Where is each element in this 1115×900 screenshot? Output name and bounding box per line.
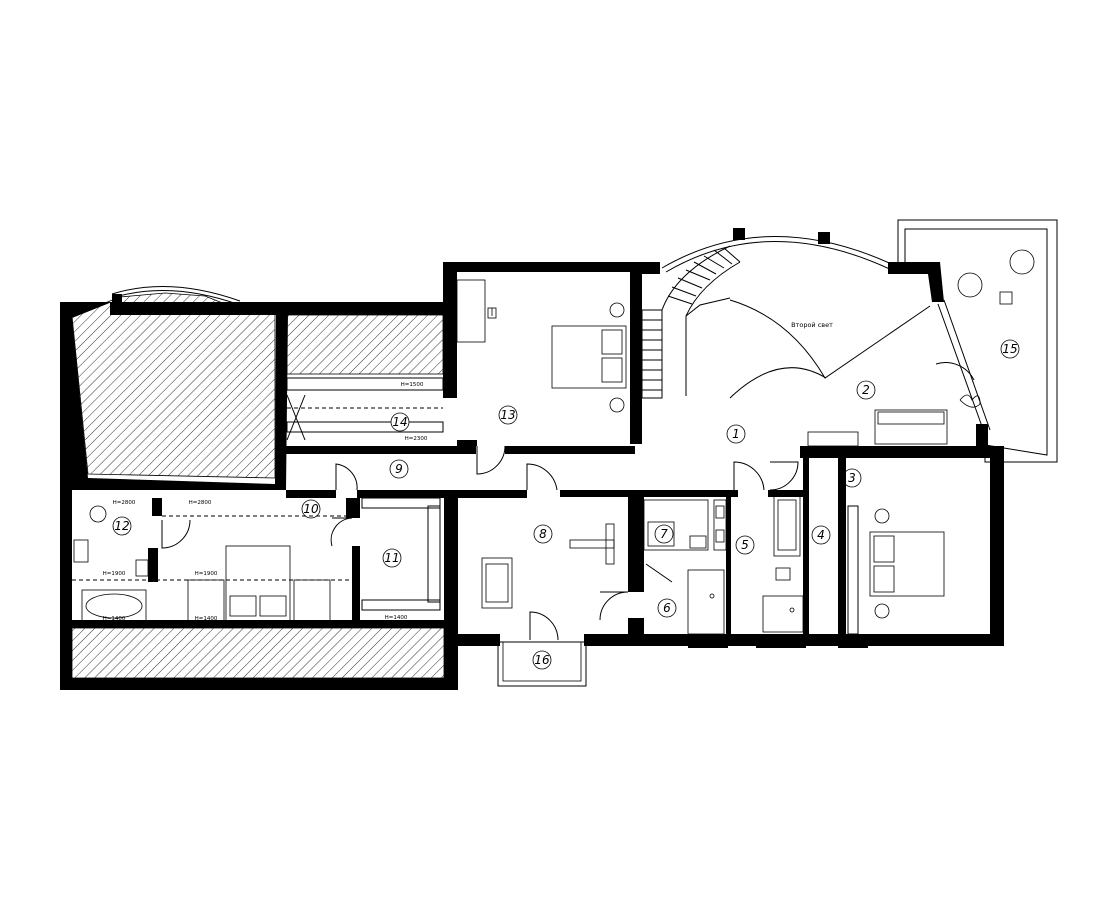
room-marker-11: 11: [382, 548, 402, 568]
height-label-12: H=2800: [113, 500, 136, 506]
height-label-10-mid: H=1900: [195, 571, 218, 577]
room-marker-9: 9: [389, 459, 409, 479]
room-number-13: 13: [500, 408, 515, 422]
room-marker-7: 7: [654, 524, 674, 544]
height-label-11-bottom: H=1400: [385, 615, 408, 621]
room-marker-12: 12: [112, 516, 132, 536]
room-marker-4: 4: [811, 525, 831, 545]
room-number-5: 5: [741, 538, 749, 552]
room-marker-5: 5: [735, 535, 755, 555]
room-number-14: 14: [392, 415, 407, 429]
plan-labels: Второй свет H=1500 H=2300 H=2800 H=2800 …: [103, 321, 833, 622]
height-label-10-bottom: H=1400: [195, 616, 218, 622]
room-number-8: 8: [539, 527, 547, 541]
room-marker-8: 8: [533, 524, 553, 544]
height-label-14-bottom: H=2300: [405, 436, 428, 442]
room-marker-16: 16: [532, 650, 552, 670]
room-number-12: 12: [114, 519, 129, 533]
room-number-10: 10: [303, 502, 319, 516]
height-label-12-bottom: H=1400: [103, 616, 126, 622]
room-number-3: 3: [848, 471, 856, 485]
furniture: [73, 249, 1035, 635]
room-number-16: 16: [534, 653, 550, 667]
second-light-label: Второй свет: [791, 321, 833, 329]
walls: [60, 228, 1004, 690]
room-number-15: 15: [1002, 342, 1017, 356]
room-number-2: 2: [862, 383, 870, 397]
height-label-12-mid: H=1900: [103, 571, 126, 577]
room-marker-10: 10: [301, 499, 321, 519]
doors: [161, 362, 975, 641]
room-number-1: 1: [732, 427, 740, 441]
room-marker-2: 2: [856, 380, 876, 400]
room-marker-1: 1: [726, 424, 746, 444]
room-number-11: 11: [384, 551, 399, 565]
room-marker-13: 13: [498, 405, 518, 425]
height-label-10-top: H=2800: [189, 500, 212, 506]
hatched-zones: [71, 292, 445, 679]
height-label-14-top: H=1500: [401, 382, 424, 388]
room-marker-3: 3: [842, 468, 862, 488]
room-marker-6: 6: [657, 598, 677, 618]
balcony-outline: [497, 641, 587, 687]
room-number-6: 6: [663, 601, 671, 615]
staircase: [641, 245, 741, 399]
thin-lines: [72, 236, 991, 635]
room-number-4: 4: [817, 528, 825, 542]
room-number-7: 7: [660, 527, 668, 541]
room-marker-15: 15: [1000, 339, 1020, 359]
room-marker-14: 14: [390, 412, 410, 432]
room-numbers: 1 2 3 4 5 6 7 8 9 10 11 12 13 14 15 16: [112, 339, 1020, 670]
room-number-9: 9: [395, 462, 403, 476]
